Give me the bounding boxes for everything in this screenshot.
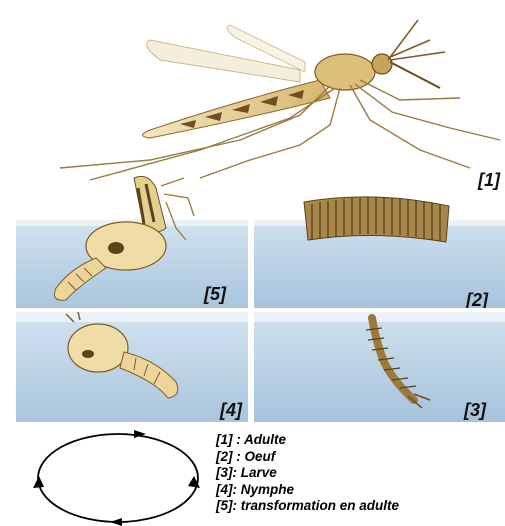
legend-item-adult: [1] : Adulte bbox=[216, 432, 399, 449]
legend-item-larva: [3]: Larve bbox=[216, 465, 399, 482]
legend: [1] : Adulte [2] : Oeuf [3]: Larve [4]: … bbox=[216, 432, 399, 515]
stage-label-3: [3] bbox=[463, 400, 487, 420]
stage-label-2: [2] bbox=[465, 290, 489, 308]
wing bbox=[147, 40, 300, 82]
stage-label-5: [5] bbox=[203, 284, 227, 304]
larva-illustration: [3] bbox=[254, 312, 505, 422]
stage-label-4: [4] bbox=[219, 400, 243, 420]
cycle-arrow-bottom bbox=[110, 518, 122, 526]
life-cycle-diagram bbox=[30, 430, 210, 526]
legend-item-pupa: [4]: Nymphe bbox=[216, 482, 399, 499]
cycle-arrow-left bbox=[33, 476, 44, 488]
pupa-illustration: [4] bbox=[16, 312, 248, 422]
egg-raft-illustration: [2] bbox=[254, 168, 505, 308]
thorax bbox=[315, 54, 375, 90]
adult-mosquito-illustration: [1] bbox=[0, 0, 505, 190]
cycle-circle bbox=[38, 434, 198, 522]
emergence-illustration: [5] bbox=[16, 168, 248, 308]
legend-item-emergence: [5]: transformation en adulte bbox=[216, 498, 399, 515]
legend-item-egg: [2] : Oeuf bbox=[216, 449, 399, 466]
